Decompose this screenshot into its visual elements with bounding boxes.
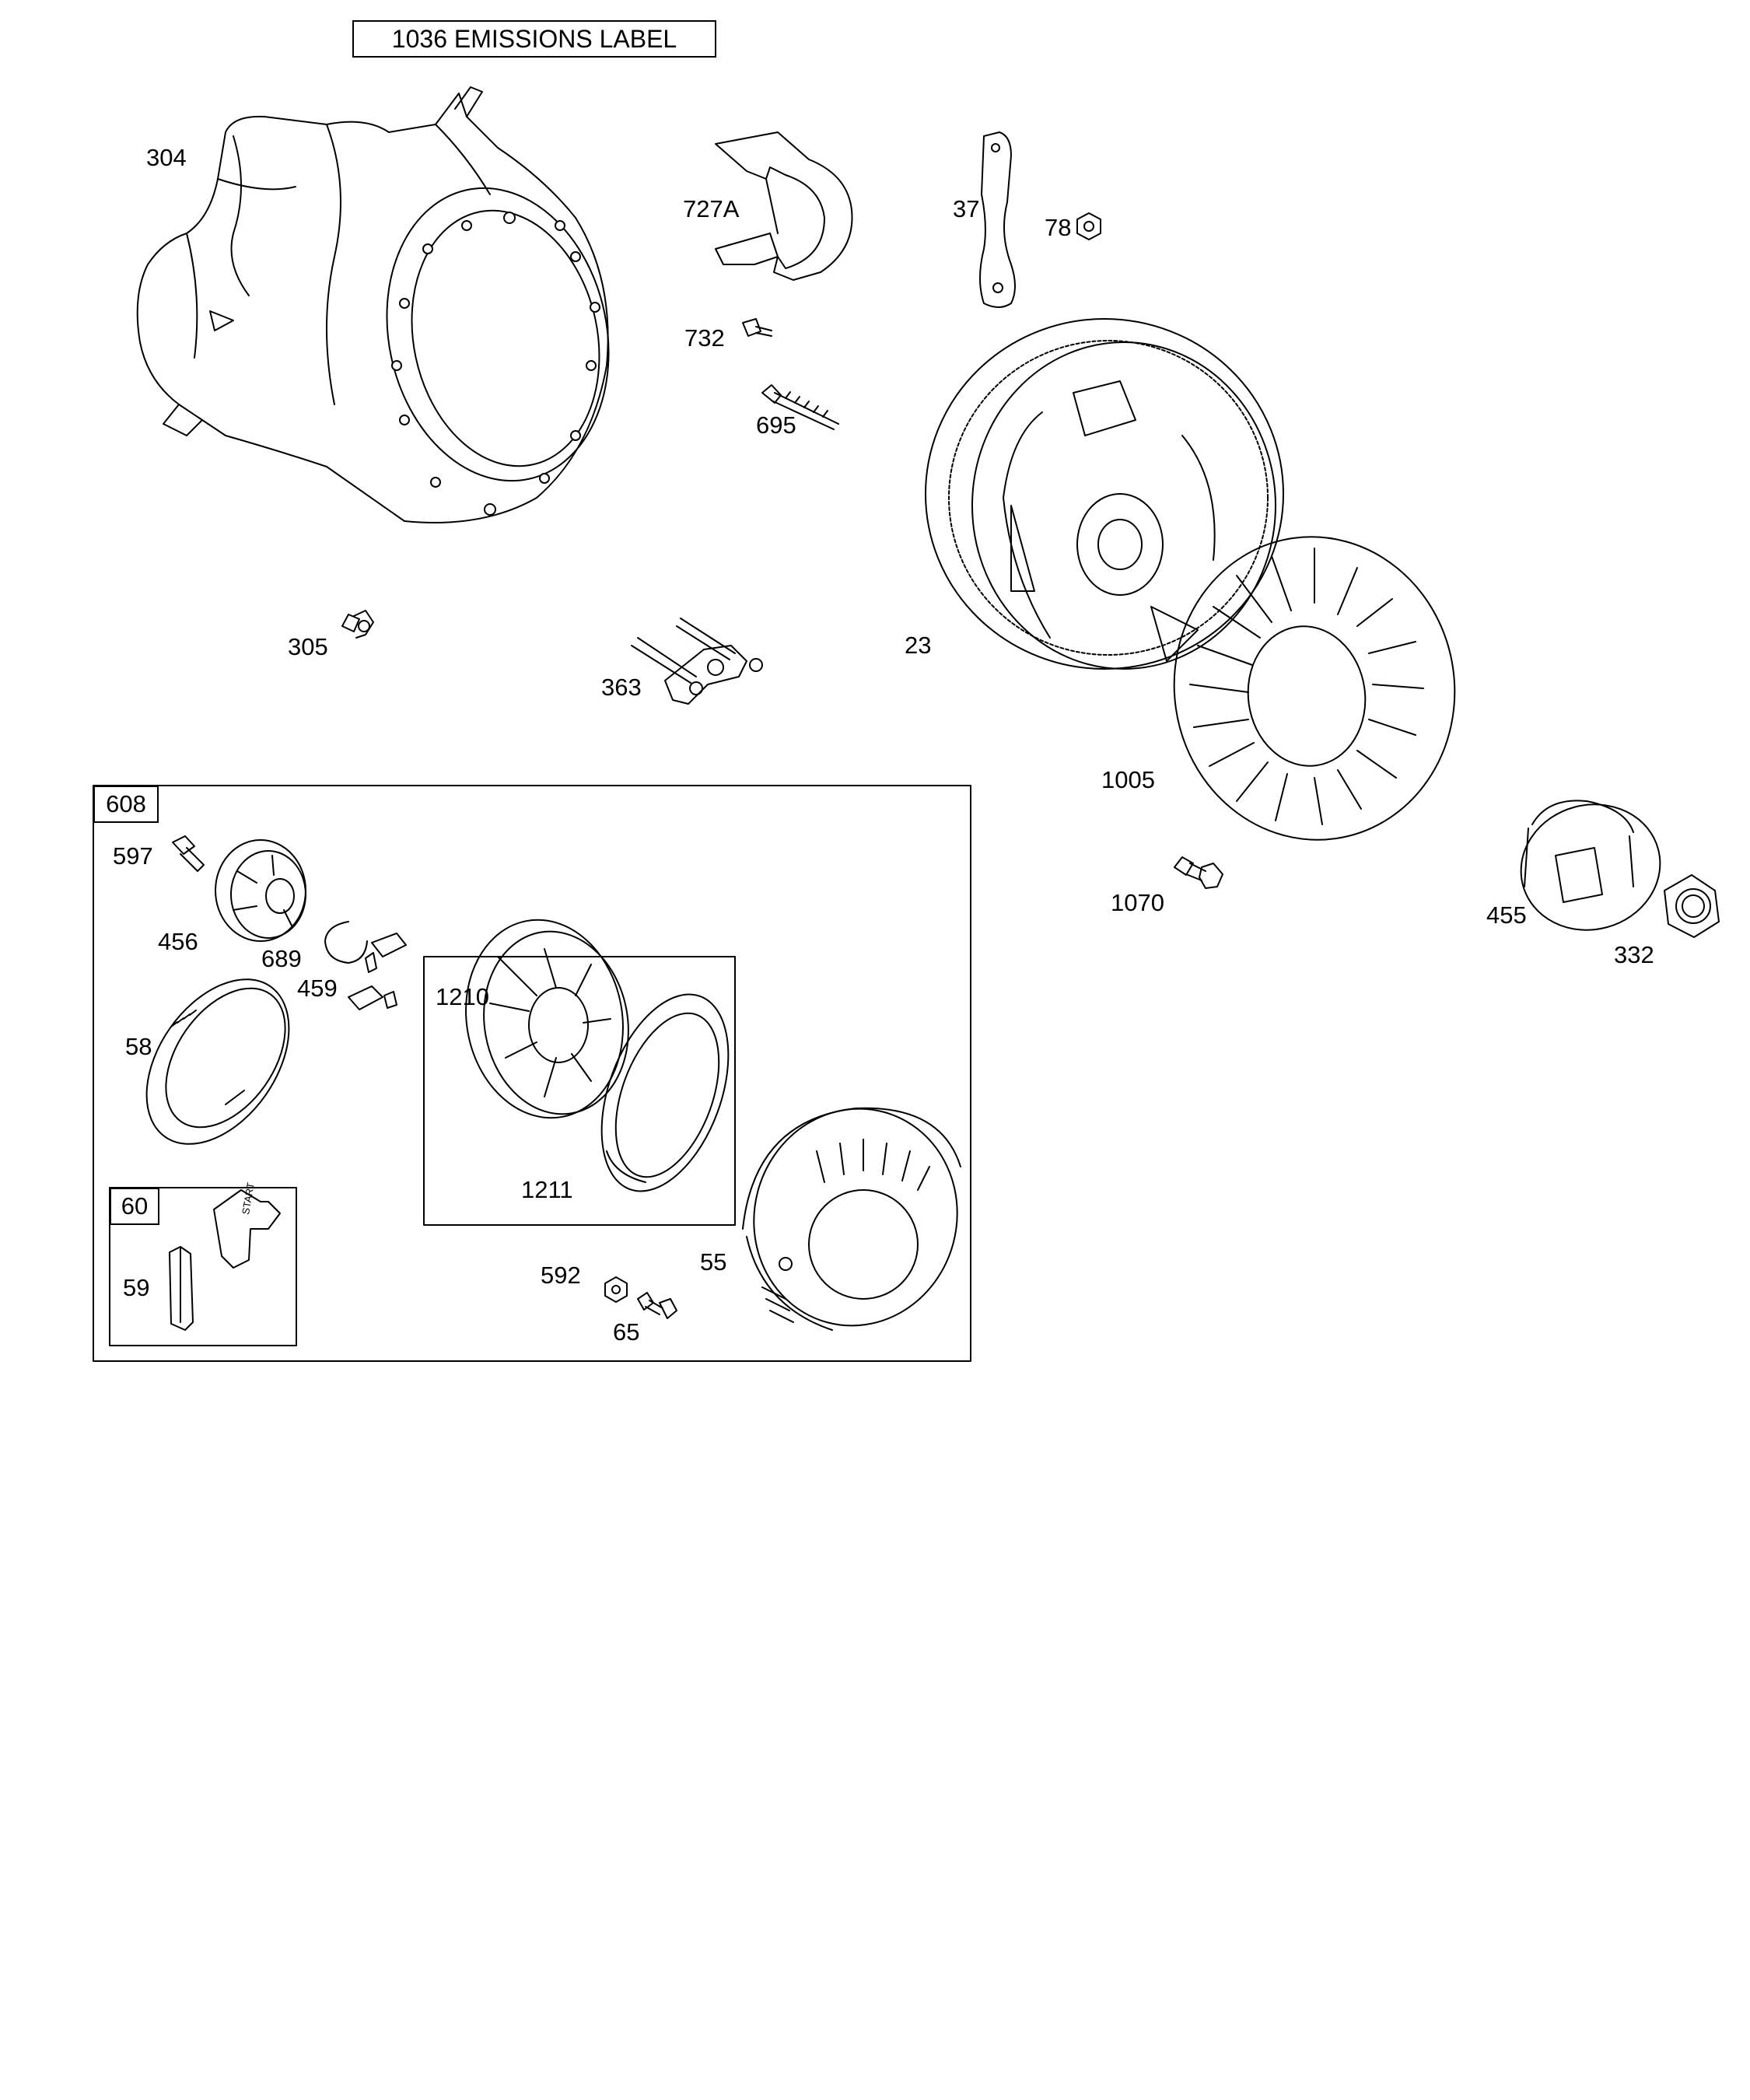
label-78: 78 [1045, 214, 1072, 241]
group-608-tab: 608 [93, 786, 159, 823]
retainer-456 [215, 839, 306, 942]
label-727a: 727A [683, 195, 740, 222]
shoulder-screw-597 [172, 835, 205, 872]
armature-363 [631, 618, 763, 705]
box-60-frame [109, 1187, 297, 1346]
spring-58 [145, 978, 290, 1145]
label-304: 304 [146, 144, 187, 171]
label-305: 305 [288, 633, 328, 660]
label-1005: 1005 [1101, 766, 1155, 793]
label-689: 689 [261, 945, 302, 972]
label-732: 732 [684, 324, 725, 352]
bolt-1070 [1174, 856, 1223, 889]
label-695: 695 [756, 411, 796, 439]
pawls-459 [348, 933, 407, 1010]
blower-housing-304 [136, 86, 610, 523]
shield-727a [715, 131, 853, 281]
label-23: 23 [905, 632, 932, 659]
bolt-695 [761, 384, 839, 430]
bracket-37 [979, 131, 1016, 308]
screw-732 [742, 318, 772, 337]
nut-332 [1664, 874, 1720, 938]
label-456: 456 [158, 928, 198, 955]
label-455: 455 [1486, 901, 1527, 929]
flywheel-23 [925, 318, 1284, 670]
ring-689 [324, 921, 368, 964]
box-1210-frame [423, 956, 736, 1226]
label-58: 58 [125, 1033, 152, 1060]
label-55: 55 [700, 1248, 727, 1276]
starter-cup-455 [1520, 800, 1661, 931]
label-363: 363 [601, 674, 642, 701]
label-1070: 1070 [1111, 889, 1164, 916]
emissions-label: 1036 EMISSIONS LABEL [352, 20, 716, 58]
label-37: 37 [953, 195, 980, 222]
label-65: 65 [613, 1318, 640, 1346]
nut-78 [1076, 212, 1101, 240]
handle-59 [169, 1189, 281, 1331]
fan-1005 [1173, 536, 1456, 841]
label-59: 59 [123, 1274, 150, 1301]
rope-1211 [600, 993, 730, 1192]
label-1211: 1211 [521, 1176, 573, 1203]
pulley-1210 [465, 919, 629, 1119]
group-60-tab: 60 [110, 1188, 159, 1225]
bolt-305 [341, 610, 374, 639]
label-332: 332 [1614, 941, 1654, 968]
label-597: 597 [113, 842, 153, 870]
box-608-frame [93, 785, 971, 1362]
screw-65 [637, 1292, 677, 1319]
label-459: 459 [297, 975, 338, 1002]
label-592: 592 [541, 1262, 581, 1289]
label-1210: 1210 [436, 983, 489, 1010]
starter-housing-55 [742, 1107, 961, 1331]
nut-592 [604, 1276, 628, 1303]
